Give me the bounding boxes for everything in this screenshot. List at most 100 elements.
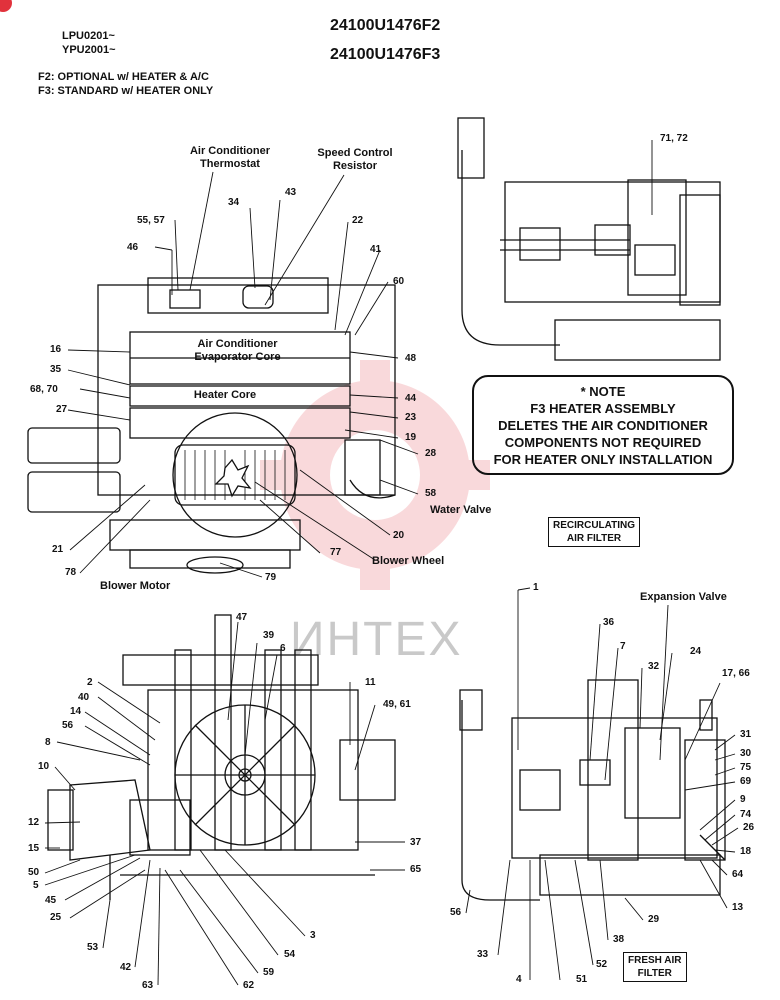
callout-21: 21 bbox=[52, 544, 64, 555]
callout-23: 23 bbox=[405, 412, 417, 423]
caption-speed-resistor-line2: Resistor bbox=[332, 160, 378, 172]
callout-52: 52 bbox=[596, 959, 608, 970]
caption-blower-wheel: Blower Wheel bbox=[372, 555, 445, 567]
note-box: * NOTE F3 HEATER ASSEMBLY DELETES THE AI… bbox=[472, 375, 734, 475]
option-f2-text: F2: OPTIONAL w/ HEATER & A/C bbox=[38, 71, 209, 83]
callout-77: 77 bbox=[330, 547, 342, 558]
caption-recirc-line2: AIR FILTER bbox=[566, 533, 622, 544]
caption-speed-resistor-line1: Speed Control bbox=[317, 147, 393, 159]
callout-29: 29 bbox=[648, 914, 660, 925]
callout-56-left: 56 bbox=[62, 720, 74, 731]
callout-48: 48 bbox=[405, 353, 417, 364]
callout-60: 60 bbox=[393, 276, 405, 287]
callout-16: 16 bbox=[50, 344, 62, 355]
callout-41: 41 bbox=[370, 244, 382, 255]
corner-marker bbox=[0, 0, 12, 12]
caption-blower-motor: Blower Motor bbox=[100, 580, 171, 592]
callout-55-57: 55, 57 bbox=[137, 215, 165, 226]
callout-75: 75 bbox=[740, 762, 752, 773]
caption-evaporator-line2: Evaporator Core bbox=[194, 351, 281, 363]
callout-33: 33 bbox=[477, 949, 489, 960]
callout-19: 19 bbox=[405, 432, 417, 443]
note-line-2: DELETES THE AIR CONDITIONER bbox=[498, 418, 708, 433]
callout-69: 69 bbox=[740, 776, 752, 787]
callout-65: 65 bbox=[410, 864, 422, 875]
callout-51: 51 bbox=[576, 974, 588, 985]
callout-30: 30 bbox=[740, 748, 752, 759]
caption-heater-core: Heater Core bbox=[193, 389, 257, 401]
note-line-3: COMPONENTS NOT REQUIRED bbox=[504, 435, 702, 450]
callout-79: 79 bbox=[265, 572, 277, 583]
callout-47: 47 bbox=[236, 612, 248, 623]
callout-1: 1 bbox=[533, 582, 539, 593]
caption-recirc-line1: RECIRCULATING bbox=[553, 520, 636, 531]
callout-3: 3 bbox=[310, 930, 316, 941]
callout-9: 9 bbox=[740, 794, 746, 805]
callout-8: 8 bbox=[45, 737, 51, 748]
callout-6: 6 bbox=[280, 643, 286, 654]
callout-13: 13 bbox=[732, 902, 744, 913]
callout-20: 20 bbox=[393, 530, 405, 541]
callout-26: 26 bbox=[743, 822, 755, 833]
callout-43: 43 bbox=[285, 187, 297, 198]
callout-7: 7 bbox=[620, 641, 626, 652]
callout-50: 50 bbox=[28, 867, 40, 878]
callout-44: 44 bbox=[405, 393, 417, 404]
callout-10: 10 bbox=[38, 761, 50, 772]
callout-34: 34 bbox=[228, 197, 240, 208]
callout-56-right: 56 bbox=[450, 907, 462, 918]
callout-11: 11 bbox=[365, 677, 376, 688]
callout-31: 31 bbox=[740, 729, 752, 740]
part-number-f2: 24100U1476F2 bbox=[330, 17, 441, 34]
bottom-right-assembly bbox=[459, 679, 726, 901]
caption-ac-thermostat-line2: Thermostat bbox=[200, 158, 260, 170]
serial-range-1: LPU0201~ bbox=[62, 30, 115, 42]
callout-28: 28 bbox=[425, 448, 437, 459]
caption-fresh-line1: FRESH AIR bbox=[628, 955, 682, 966]
callout-17-66: 17, 66 bbox=[722, 668, 750, 679]
callout-49-61: 49, 61 bbox=[383, 699, 411, 710]
callout-45: 45 bbox=[45, 895, 57, 906]
callout-2: 2 bbox=[87, 677, 93, 688]
caption-speed-resistor: Speed Control Resistor bbox=[305, 147, 405, 173]
callout-32: 32 bbox=[648, 661, 660, 672]
callout-25: 25 bbox=[50, 912, 62, 923]
note-line-1: F3 HEATER ASSEMBLY bbox=[530, 401, 676, 416]
callout-22: 22 bbox=[352, 215, 364, 226]
callout-38: 38 bbox=[613, 934, 625, 945]
part-number-f3: 24100U1476F3 bbox=[330, 46, 441, 63]
callout-35: 35 bbox=[50, 364, 62, 375]
caption-evaporator-line1: Air Conditioner bbox=[197, 338, 278, 350]
caption-fresh-line2: FILTER bbox=[637, 968, 672, 979]
callout-5: 5 bbox=[33, 880, 39, 891]
callout-78: 78 bbox=[65, 567, 77, 578]
top-right-assembly bbox=[457, 117, 721, 361]
callout-24: 24 bbox=[690, 646, 702, 657]
callout-63: 63 bbox=[142, 980, 154, 991]
callout-14: 14 bbox=[70, 706, 82, 717]
callout-74: 74 bbox=[740, 809, 752, 820]
callout-54: 54 bbox=[284, 949, 296, 960]
serial-range-2: YPU2001~ bbox=[62, 44, 116, 56]
callout-46: 46 bbox=[127, 242, 139, 253]
callout-42: 42 bbox=[120, 962, 132, 973]
note-line-4: FOR HEATER ONLY INSTALLATION bbox=[493, 452, 713, 467]
note-title: * NOTE bbox=[580, 384, 626, 399]
caption-water-valve: Water Valve bbox=[430, 504, 492, 516]
bottom-left-assembly bbox=[47, 614, 396, 900]
callout-4: 4 bbox=[516, 974, 522, 985]
caption-evaporator-core: Air Conditioner Evaporator Core bbox=[170, 338, 305, 364]
callout-62: 62 bbox=[243, 980, 255, 991]
caption-ac-thermostat: Air Conditioner Thermostat bbox=[180, 145, 280, 171]
caption-recirculating-filter: RECIRCULATING AIR FILTER bbox=[548, 517, 641, 547]
callout-71-72: 71, 72 bbox=[660, 133, 688, 144]
callout-64: 64 bbox=[732, 869, 744, 880]
callout-27: 27 bbox=[56, 404, 68, 415]
callout-59: 59 bbox=[263, 967, 275, 978]
caption-fresh-air-filter: FRESH AIR FILTER bbox=[623, 952, 687, 982]
callout-15: 15 bbox=[28, 843, 40, 854]
callout-68-70: 68, 70 bbox=[30, 384, 58, 395]
callout-39: 39 bbox=[263, 630, 275, 641]
caption-expansion-valve: Expansion Valve bbox=[640, 591, 727, 603]
